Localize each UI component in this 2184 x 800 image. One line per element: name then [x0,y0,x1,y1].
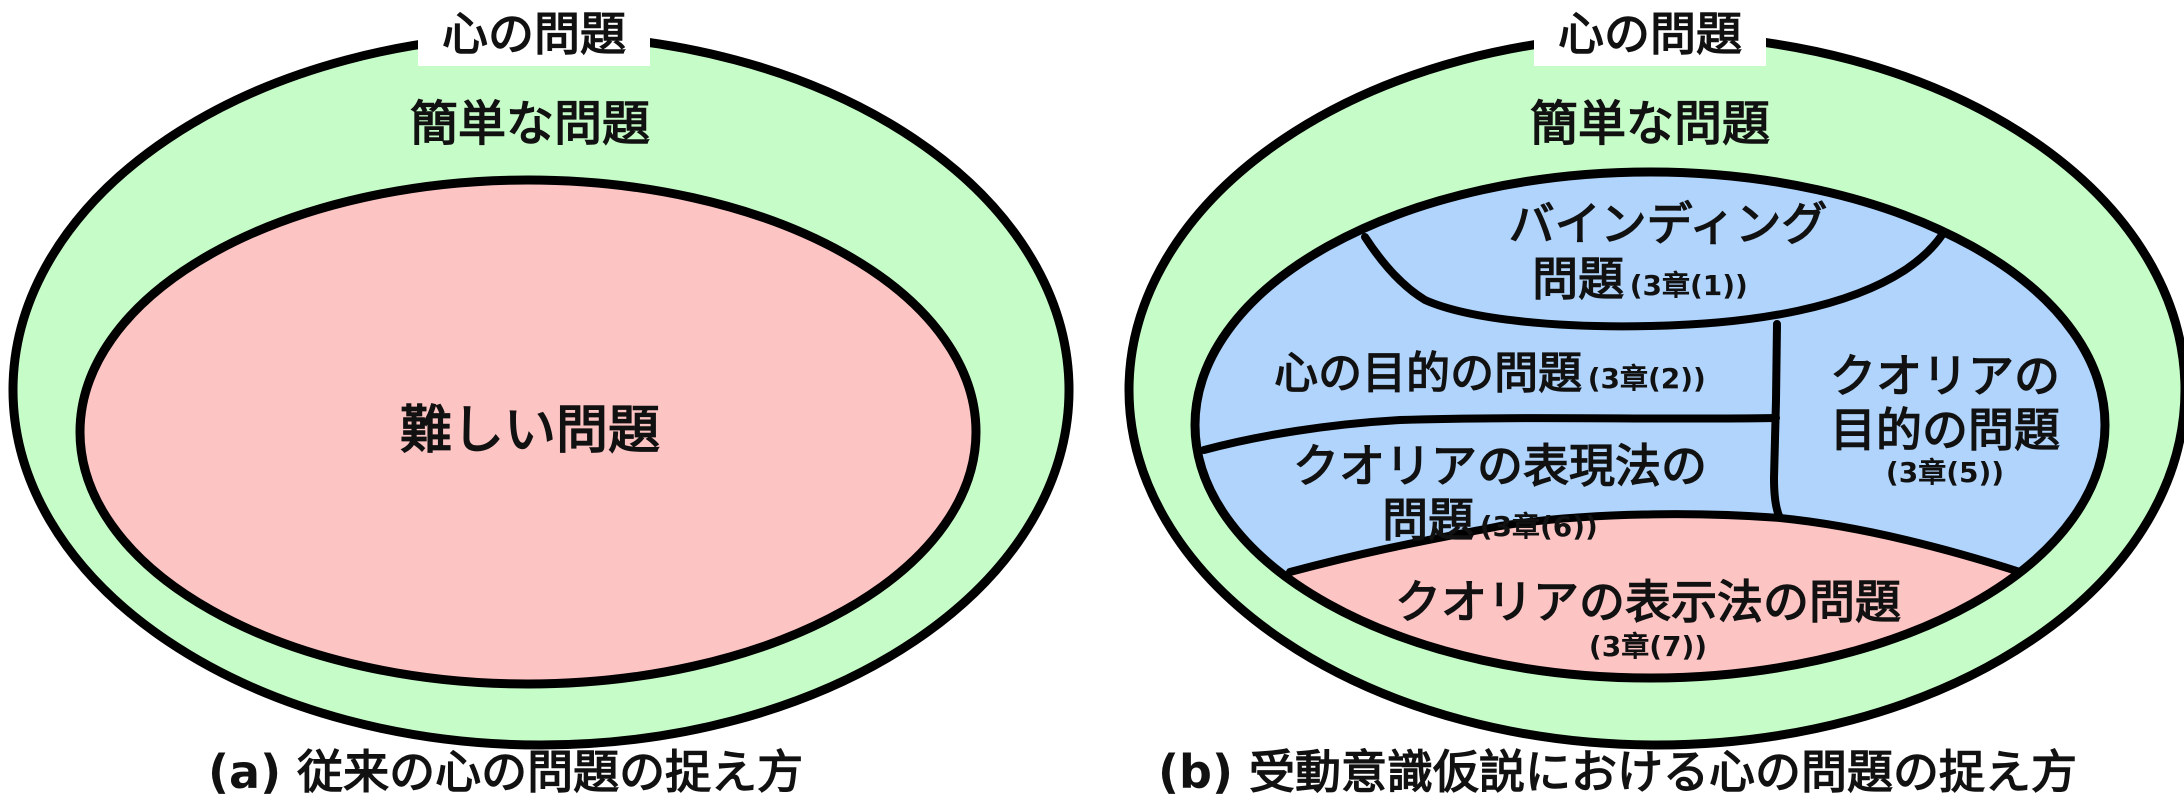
right-inner-ellipse-outline [1190,167,2110,683]
right-caption: (b) 受動意識仮説における心の問題の捉え方 [1158,745,2077,799]
right-easy-label: 簡単な問題 [1530,96,1770,152]
qualia-purpose-line2: 目的の問題 [1830,403,2060,457]
qualia-expression-ref: (3章(6)) [1480,510,1598,543]
binding-line2: 問題 (3章(1)) [1532,252,1748,306]
mind-purpose-ref: (3章(2)) [1588,362,1706,395]
binding-ref: (3章(1)) [1630,269,1748,302]
qualia-display-ref: (3章(7)) [1589,630,1707,663]
mind-purpose-text: 心の目的の問題 (3章(2)) [1274,348,1706,399]
left-easy-label: 簡単な問題 [410,96,650,152]
qualia-expression-main: 問題 [1382,493,1474,547]
region-dividers [1200,231,2024,576]
divider-mind-expression [1200,414,1780,454]
right-diagram: 心の問題 簡単な問題 バインディング 問題 (3章(1)) [1124,6,2184,799]
qualia-expression-line1: クオリアの表現法の [1293,439,1707,493]
divider-display [1286,510,2024,576]
binding-line1: バインディング [1509,197,1828,251]
qualia-purpose-line1: クオリアの [1830,349,2060,403]
left-hard-label: 難しい問題 [400,401,660,461]
right-outer-label-bg [1534,6,1766,66]
divider-binding [1361,231,1946,331]
left-diagram: 心の問題 簡単な問題 難しい問題 (a) 従来の心の問題の捉え方 [8,6,1074,799]
qualia-purpose-ref: (3章(5)) [1886,456,2004,489]
left-outer-label: 心の問題 [442,7,626,61]
mind-purpose-main: 心の目的の問題 [1274,348,1582,399]
binding-line2-main: 問題 [1532,252,1624,306]
left-hard-ellipse [75,175,981,689]
left-caption: (a) 従来の心の問題の捉え方 [208,745,803,799]
left-outer-label-bg [418,6,650,66]
qualia-expression-line2: 問題 (3章(6)) [1382,493,1598,547]
qualia-display-line1: クオリアの表示法の問題 [1395,575,1901,629]
right-outer-label: 心の問題 [1558,7,1742,61]
